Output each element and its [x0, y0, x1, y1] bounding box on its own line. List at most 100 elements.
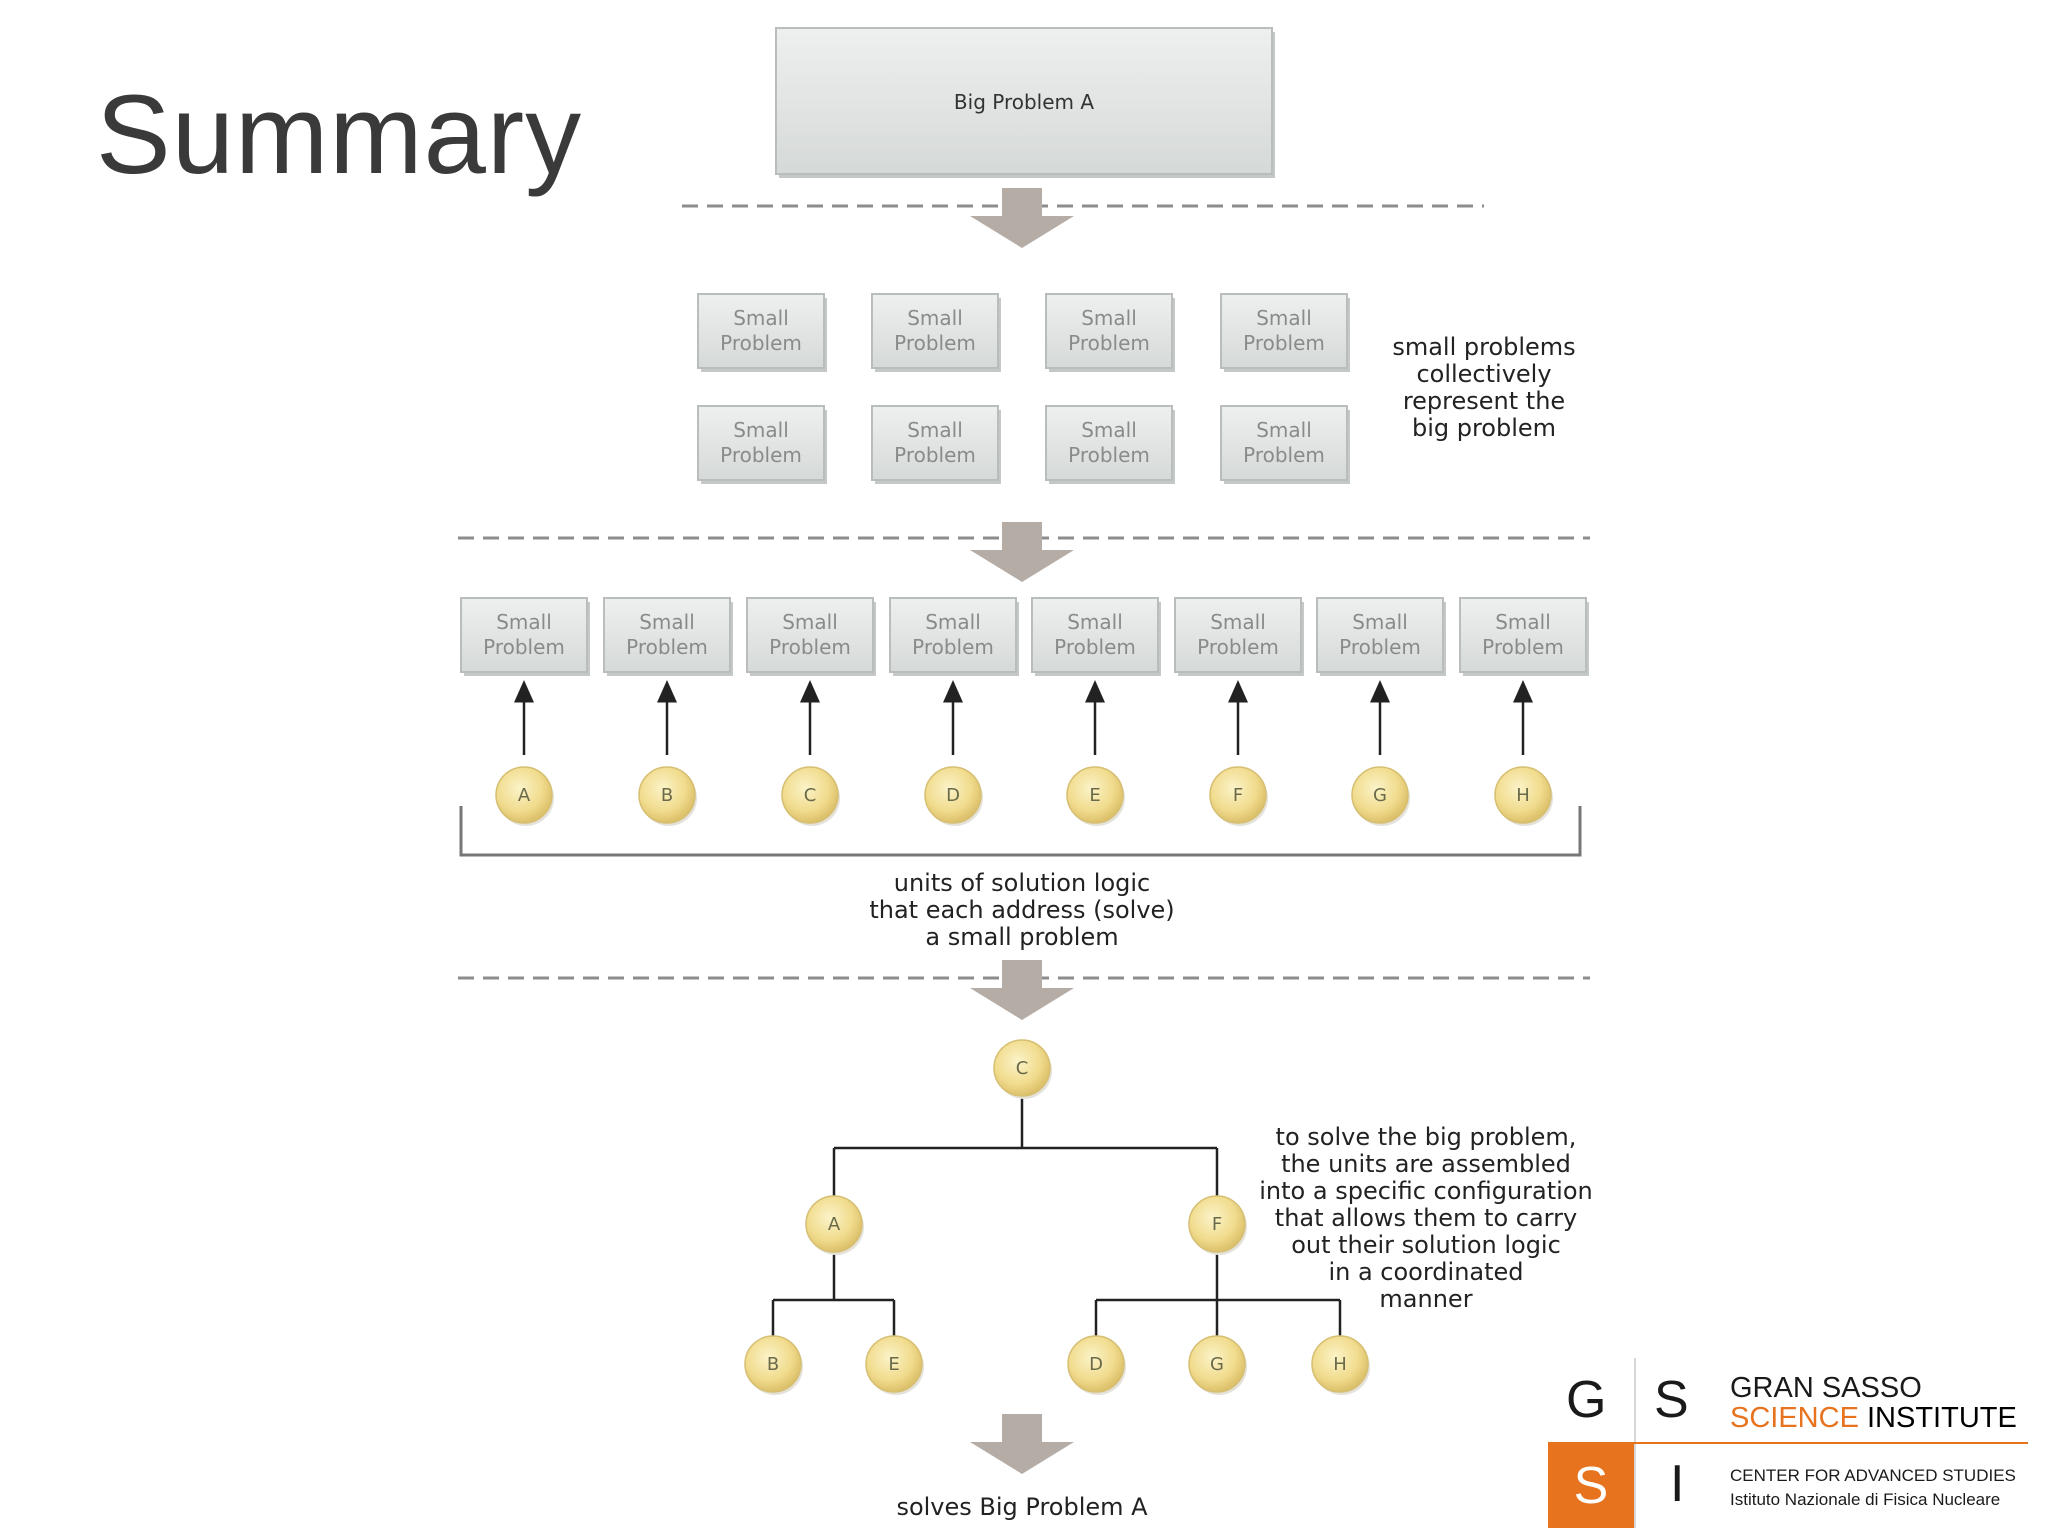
- small-problem-box-r2-2-label-2: Problem: [894, 443, 976, 467]
- tree-node-F: [1188, 1195, 1246, 1253]
- unit-node-E-label: E: [1089, 785, 1100, 806]
- unit-node-A: [495, 766, 553, 824]
- small-problem-box-row-6: [1174, 597, 1302, 673]
- logo-subtitle-2: Istituto Nazionale di Fisica Nucleare: [1730, 1490, 2001, 1509]
- small-problem-box-row-2-label-1: Small: [639, 610, 695, 634]
- note-collective-line-4: big problem: [1412, 414, 1556, 442]
- tree-node-G-label: G: [1210, 1354, 1224, 1375]
- unit-node-A-label: A: [518, 785, 531, 806]
- slide-title: Summary: [96, 72, 583, 197]
- small-problem-box-row-4: [889, 597, 1017, 673]
- logo-name-line2: SCIENCE INSTITUTE: [1730, 1402, 2017, 1435]
- small-problem-box-row-1-label-1: Small: [496, 610, 552, 634]
- tree-node-A: [805, 1195, 863, 1253]
- logo-letter-g: G: [1566, 1371, 1607, 1429]
- small-problem-box-r2-2: [871, 405, 999, 481]
- small-problem-box-r1-2-label-1: Small: [907, 306, 963, 330]
- small-problem-box-r1-3-label-1: Small: [1081, 306, 1137, 330]
- note-assembled-line-1: to solve the big problem,: [1276, 1123, 1577, 1151]
- big-problem-box: [775, 27, 1273, 175]
- small-problem-box-row-8-label-2: Problem: [1482, 635, 1564, 659]
- logo-letter-s: S: [1654, 1371, 1689, 1429]
- note-assembled-line-4: that allows them to carry: [1275, 1204, 1577, 1232]
- small-problem-box-row-3-label-2: Problem: [769, 635, 851, 659]
- tree-node-E: [865, 1335, 923, 1393]
- down-arrow-1: [970, 188, 1074, 248]
- note-assembled-line-7: manner: [1379, 1285, 1472, 1313]
- note-assembled-line-3: into a specific configuration: [1259, 1177, 1592, 1205]
- small-problem-box-r1-2: [871, 293, 999, 369]
- tree-node-B-label: B: [767, 1354, 779, 1375]
- unit-node-F: [1209, 766, 1267, 824]
- tree-node-C-label: C: [1016, 1058, 1029, 1079]
- unit-node-B: [638, 766, 696, 824]
- small-problem-box-r1-4: [1220, 293, 1348, 369]
- small-problem-box-row-6-label-1: Small: [1210, 610, 1266, 634]
- note-units-line-1: units of solution logic: [894, 869, 1151, 897]
- unit-node-B-label: B: [661, 785, 673, 806]
- tree-node-D: [1067, 1335, 1125, 1393]
- big-problem-label: Big Problem A: [954, 90, 1094, 114]
- unit-node-G-label: G: [1373, 785, 1387, 806]
- small-problem-box-row-7-label-2: Problem: [1339, 635, 1421, 659]
- tree-node-H-label: H: [1333, 1354, 1347, 1375]
- logo-letter-s-orange: S: [1548, 1443, 1634, 1528]
- logo-name-science: SCIENCE: [1730, 1402, 1859, 1434]
- logo-subtitle-1: CENTER FOR ADVANCED STUDIES: [1730, 1466, 2016, 1485]
- small-problem-box-r2-3-label-2: Problem: [1068, 443, 1150, 467]
- unit-node-C: [781, 766, 839, 824]
- note-collective-line-2: collectively: [1416, 360, 1551, 388]
- unit-node-E: [1066, 766, 1124, 824]
- small-problem-box-r2-4-label-2: Problem: [1243, 443, 1325, 467]
- result-label: solves Big Problem A: [896, 1493, 1148, 1521]
- down-arrow-4: [970, 1414, 1074, 1474]
- logo-name-line1: GRAN SASSO: [1730, 1372, 1922, 1404]
- tree-node-C: [993, 1039, 1051, 1097]
- tree-node-H: [1311, 1335, 1369, 1393]
- tree-node-F-label: F: [1212, 1214, 1222, 1235]
- logo-divider-horizontal: [1548, 1442, 2028, 1444]
- small-problem-box-r2-2-label-1: Small: [907, 418, 963, 442]
- note-assembled-line-2: the units are assembled: [1281, 1150, 1571, 1178]
- small-problem-box-row-5: [1031, 597, 1159, 673]
- small-problem-box-r2-4-label-1: Small: [1256, 418, 1312, 442]
- unit-node-G: [1351, 766, 1409, 824]
- small-problem-box-r1-1-label-1: Small: [733, 306, 789, 330]
- small-problem-box-r1-4-label-1: Small: [1256, 306, 1312, 330]
- small-problem-box-r1-4-label-2: Problem: [1243, 331, 1325, 355]
- small-problem-box-row-2-label-2: Problem: [626, 635, 708, 659]
- logo-letter-i: I: [1670, 1455, 1685, 1513]
- small-problem-box-row-8-label-1: Small: [1495, 610, 1551, 634]
- small-problem-box-r2-4: [1220, 405, 1348, 481]
- small-problem-box-r1-3-label-2: Problem: [1068, 331, 1150, 355]
- logo-name-institute: INSTITUTE: [1866, 1402, 2017, 1434]
- small-problem-box-row-6-label-2: Problem: [1197, 635, 1279, 659]
- small-problem-box-row-1-label-2: Problem: [483, 635, 565, 659]
- small-problem-box-row-5-label-1: Small: [1067, 610, 1123, 634]
- small-problem-box-r1-3: [1045, 293, 1173, 369]
- units-bracket: [459, 806, 1582, 857]
- small-problem-box-row-2: [603, 597, 731, 673]
- unit-node-H: [1494, 766, 1552, 824]
- small-problem-box-r1-2-label-2: Problem: [894, 331, 976, 355]
- note-units-line-3: a small problem: [925, 923, 1118, 951]
- small-problem-box-r2-1: [697, 405, 825, 481]
- small-problem-box-r2-1-label-2: Problem: [720, 443, 802, 467]
- tree-node-B: [744, 1335, 802, 1393]
- small-problem-box-r2-1-label-1: Small: [733, 418, 789, 442]
- note-collective-line-3: represent the: [1403, 387, 1565, 415]
- down-arrow-2: [970, 522, 1074, 582]
- note-assembled-line-6: in a coordinated: [1328, 1258, 1523, 1286]
- small-problem-box-r1-1: [697, 293, 825, 369]
- note-assembled-line-5: out their solution logic: [1291, 1231, 1561, 1259]
- tree-node-E-label: E: [888, 1354, 899, 1375]
- small-problem-box-r2-3: [1045, 405, 1173, 481]
- note-collective-line-1: small problems: [1392, 333, 1575, 361]
- small-problem-box-row-4-label-2: Problem: [912, 635, 994, 659]
- small-problem-box-row-7: [1316, 597, 1444, 673]
- small-problem-box-r2-3-label-1: Small: [1081, 418, 1137, 442]
- small-problem-box-row-5-label-2: Problem: [1054, 635, 1136, 659]
- unit-node-F-label: F: [1233, 785, 1243, 806]
- gssi-logo: G S S I GRAN SASSO SCIENCE INSTITUTE CEN…: [1548, 1358, 2038, 1528]
